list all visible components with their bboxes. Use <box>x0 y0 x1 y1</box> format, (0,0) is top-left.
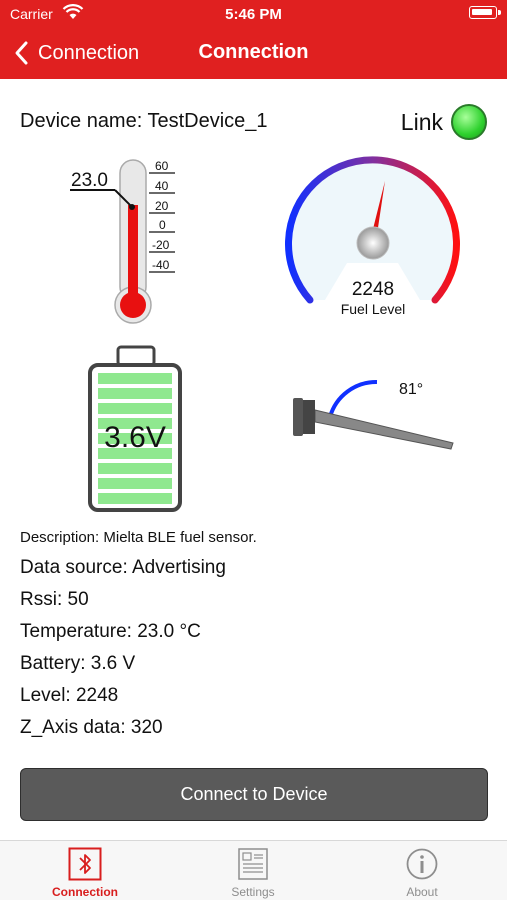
thermometer-scale-label: 20 <box>155 199 169 213</box>
thermometer-scale-label: -40 <box>152 258 170 272</box>
thermometer-widget: 23.0 60 40 20 0 -20 -40 <box>65 155 195 325</box>
status-bar: Carrier 5:46 PM <box>0 0 507 28</box>
tab-label: Connection <box>52 885 118 899</box>
info-icon <box>406 848 438 880</box>
connect-to-device-button[interactable]: Connect to Device <box>20 768 488 821</box>
back-button-label: Connection <box>38 41 140 64</box>
bluetooth-icon <box>68 847 102 881</box>
tab-label: Settings <box>231 885 275 899</box>
gauge-label: Fuel Level <box>341 301 406 317</box>
battery-status-icon <box>469 6 501 19</box>
device-name: Device name: TestDevice_1 <box>20 110 268 132</box>
tab-connection[interactable]: Connection <box>25 847 145 899</box>
tab-settings[interactable]: Settings <box>193 847 313 899</box>
tilt-indicator: 81° <box>285 370 460 460</box>
temperature-text: Temperature: 23.0 °C <box>20 621 201 642</box>
top-bar: Carrier 5:46 PM Connection Connection <box>0 0 507 79</box>
back-button[interactable]: Connection <box>12 38 139 68</box>
rssi-text: Rssi: 50 <box>20 589 89 610</box>
link-indicator: Link <box>401 104 487 140</box>
thermometer-value: 23.0 <box>71 170 108 191</box>
level-text: Level: 2248 <box>20 685 119 706</box>
chevron-left-icon <box>15 41 28 65</box>
wifi-icon <box>62 4 84 19</box>
status-time: 5:46 PM <box>225 6 282 23</box>
gauge-value: 2248 <box>352 279 394 300</box>
tab-bar: Connection Settings About <box>0 840 507 900</box>
link-label: Link <box>400 108 443 135</box>
z-axis-text: Z_Axis data: 320 <box>20 717 163 738</box>
tilt-angle-label: 81° <box>399 381 423 398</box>
carrier-label: Carrier <box>10 6 53 22</box>
battery-text: Battery: 3.6 V <box>20 653 136 674</box>
description-text: Description: Mielta BLE fuel sensor. <box>20 529 257 546</box>
page-title: Connection <box>198 41 309 63</box>
tab-label: About <box>406 885 438 899</box>
link-status-led-icon <box>451 104 487 140</box>
thermometer-scale-label: -20 <box>152 238 170 252</box>
tab-about[interactable]: About <box>362 847 482 899</box>
thermometer-scale-label: 40 <box>155 179 169 193</box>
settings-icon <box>238 848 268 880</box>
thermometer-scale-label: 60 <box>155 159 169 173</box>
thermometer-scale-label: 0 <box>159 218 166 232</box>
data-source-text: Data source: Advertising <box>20 557 226 578</box>
fuel-level-gauge: 2248 Fuel Level <box>285 155 460 320</box>
battery-widget-value: 3.6V <box>104 421 166 454</box>
battery-widget: 3.6V <box>85 345 185 515</box>
